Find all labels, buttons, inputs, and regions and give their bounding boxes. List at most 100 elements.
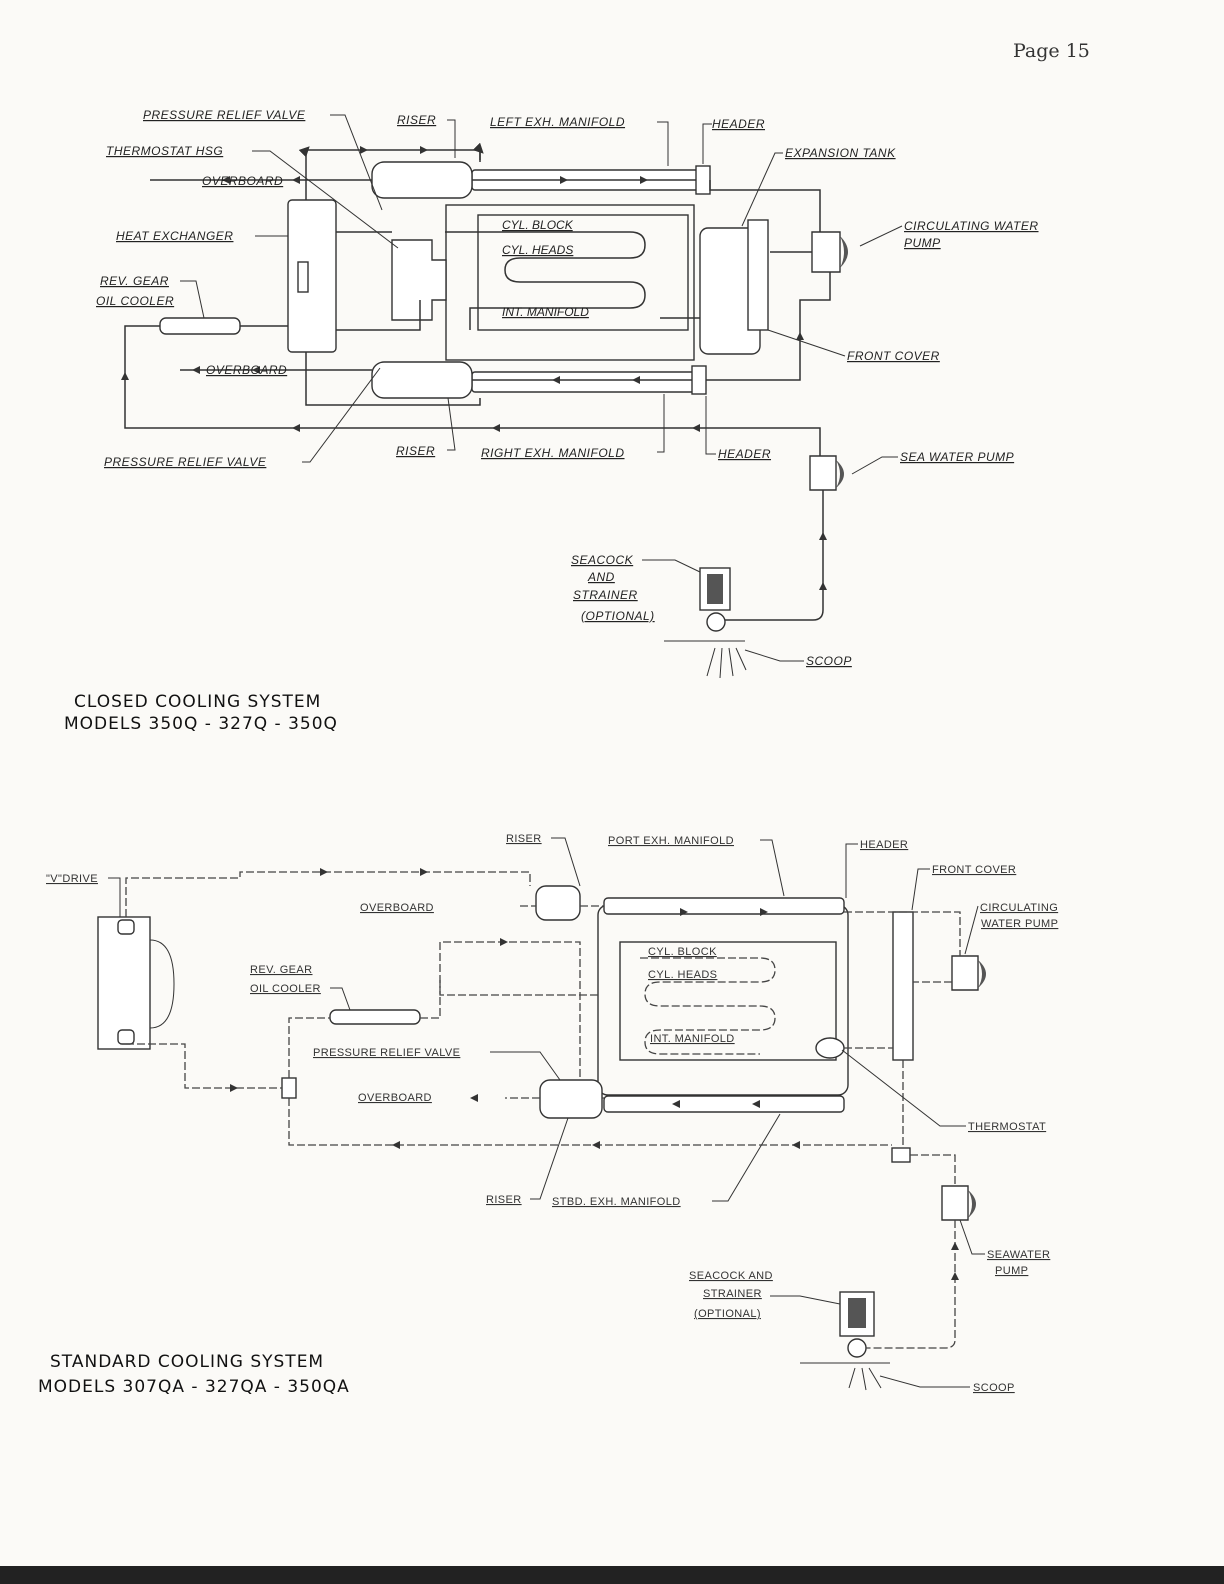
pipe-tee-bottom bbox=[288, 1098, 892, 1146]
pipe-to-circ-pump bbox=[709, 180, 821, 232]
flow-arrows-top bbox=[121, 146, 827, 590]
leader-left-exh bbox=[657, 121, 669, 166]
circ-pump-body-bottom bbox=[951, 955, 979, 991]
label-seacock-2-b: STRAINER bbox=[703, 1288, 762, 1300]
block-water-path bbox=[498, 231, 646, 309]
leader-scoop-top bbox=[744, 649, 804, 662]
leader-riser-bottom bbox=[447, 397, 456, 451]
leader-header-top bbox=[702, 123, 712, 164]
right-exhaust-manifold bbox=[471, 371, 703, 393]
leader-sea-water-pump bbox=[851, 456, 898, 475]
label-port-exh-manifold: PORT EXH. MANIFOLD bbox=[608, 835, 734, 847]
front-cover bbox=[747, 219, 769, 331]
label-header-b: HEADER bbox=[860, 839, 908, 851]
thermostat-housing bbox=[391, 239, 447, 321]
circulating-pump-pulley bbox=[840, 236, 848, 268]
leader-rev-gear bbox=[180, 280, 205, 319]
riser-bottom-bottom-diagram bbox=[539, 1079, 603, 1119]
flow-arrows-bottom bbox=[230, 868, 959, 1280]
leader-prv-bottom bbox=[302, 367, 381, 463]
label-int-manifold-b: INT. MANIFOLD bbox=[650, 1033, 735, 1045]
heat-exchanger-core bbox=[297, 261, 309, 293]
leader-header-b bbox=[845, 843, 858, 898]
front-cover-bottom bbox=[892, 911, 914, 1061]
strainer-element bbox=[707, 574, 723, 604]
tee-left bbox=[281, 1077, 297, 1099]
label-seawater-pump-2: PUMP bbox=[995, 1265, 1028, 1277]
leader-seawater-pump bbox=[959, 1219, 985, 1255]
tee-right bbox=[891, 1147, 911, 1163]
label-overboard-bottom-b: OVERBOARD bbox=[358, 1092, 432, 1104]
label-riser-bottom: RISER bbox=[396, 444, 435, 458]
header-top bbox=[695, 165, 711, 195]
label-rev-gear-1-b: REV. GEAR bbox=[250, 964, 313, 976]
label-stbd-exh-manifold: STBD. EXH. MANIFOLD bbox=[552, 1196, 681, 1208]
circ-pump-pulley-bottom bbox=[978, 960, 986, 988]
label-seacock-4: (OPTIONAL) bbox=[581, 609, 655, 623]
v-drive-port-top bbox=[117, 919, 135, 935]
label-riser-bottom-b: RISER bbox=[486, 1194, 522, 1206]
title-closed-1: CLOSED COOLING SYSTEM bbox=[74, 692, 321, 712]
pipe-block-out bbox=[469, 307, 498, 330]
title-standard-2: MODELS 307QA - 327QA - 350QA bbox=[38, 1377, 350, 1397]
closed-cooling-diagram: PRESSURE RELIEF VALVE RISER LEFT EXH. MA… bbox=[64, 108, 1039, 734]
scoop-lines bbox=[706, 647, 747, 679]
label-circulating-water-2: PUMP bbox=[904, 236, 941, 250]
riser-top-bottom-diagram bbox=[535, 885, 581, 921]
label-seacock-1: SEACOCK bbox=[571, 553, 634, 567]
label-seacock-3: STRAINER bbox=[573, 588, 638, 602]
cylinder-block-box bbox=[477, 214, 689, 331]
leader-thermostat bbox=[252, 150, 399, 249]
label-front-cover: FRONT COVER bbox=[847, 349, 940, 363]
seawater-pump-pulley bbox=[968, 1190, 976, 1218]
heat-exchanger bbox=[287, 199, 337, 353]
leader-expansion-tank bbox=[741, 152, 783, 227]
scoop-lines-bottom bbox=[848, 1367, 882, 1391]
seawater-pump-body bbox=[941, 1185, 969, 1221]
label-overboard-top: OVERBOARD bbox=[202, 174, 283, 188]
seacock bbox=[706, 612, 726, 632]
pipe-vdrive-bottom bbox=[126, 1043, 282, 1089]
page-number: Page 15 bbox=[1013, 40, 1090, 62]
rev-gear-cooler-bottom bbox=[329, 1009, 421, 1025]
cyl-block-box bbox=[619, 941, 837, 1061]
label-seacock-1-b: SEACOCK AND bbox=[689, 1270, 773, 1282]
rev-gear-oil-cooler bbox=[159, 317, 241, 335]
leader-rev-gear-b bbox=[330, 987, 351, 1011]
leader-seacock-b bbox=[770, 1295, 841, 1305]
leader-seacock bbox=[642, 559, 701, 573]
leader-prv-top bbox=[330, 114, 383, 211]
label-header-top: HEADER bbox=[712, 117, 765, 131]
riser-top bbox=[371, 161, 473, 199]
label-cyl-block-b: CYL. BLOCK bbox=[648, 946, 717, 958]
label-rev-gear-2-b: OIL COOLER bbox=[250, 983, 321, 995]
label-scoop-b: SCOOP bbox=[973, 1382, 1015, 1394]
label-circulating-1: CIRCULATING bbox=[980, 902, 1058, 914]
label-seacock-2: AND bbox=[587, 570, 615, 584]
leader-prv-b bbox=[490, 1051, 561, 1081]
label-rev-gear-1: REV. GEAR bbox=[100, 274, 169, 288]
v-drive bbox=[97, 916, 151, 1050]
label-seawater-pump-1: SEAWATER bbox=[987, 1249, 1050, 1261]
v-drive-port-bottom bbox=[117, 1029, 135, 1045]
label-expansion-tank: EXPANSION TANK bbox=[785, 146, 896, 160]
pipe-tee-seawater bbox=[910, 1154, 956, 1186]
pipe-sea-loop bbox=[124, 325, 821, 456]
label-circulating-water-1: CIRCULATING WATER bbox=[904, 219, 1039, 233]
riser-bottom bbox=[371, 361, 473, 399]
label-front-cover-b: FRONT COVER bbox=[932, 864, 1016, 876]
label-rev-gear-2: OIL COOLER bbox=[96, 294, 174, 308]
label-seacock-3-b: (OPTIONAL) bbox=[694, 1308, 761, 1320]
standard-cooling-diagram: "V"DRIVE RISER PORT EXH. MANIFOLD HEADER… bbox=[38, 833, 1058, 1397]
label-thermostat-b: THERMOSTAT bbox=[968, 1121, 1046, 1133]
label-thermostat-hsg: THERMOSTAT HSG bbox=[106, 144, 223, 158]
pipe-vdrive-top bbox=[125, 871, 531, 917]
pipe-hx-bottom bbox=[336, 300, 421, 331]
label-cyl-heads-b: CYL. HEADS bbox=[648, 969, 717, 981]
label-left-exh-manifold: LEFT EXH. MANIFOLD bbox=[490, 115, 625, 129]
sea-water-pump-pulley bbox=[836, 460, 844, 488]
pipe-manifold-circ bbox=[844, 911, 961, 956]
label-heat-exchanger: HEAT EXCHANGER bbox=[116, 229, 233, 243]
